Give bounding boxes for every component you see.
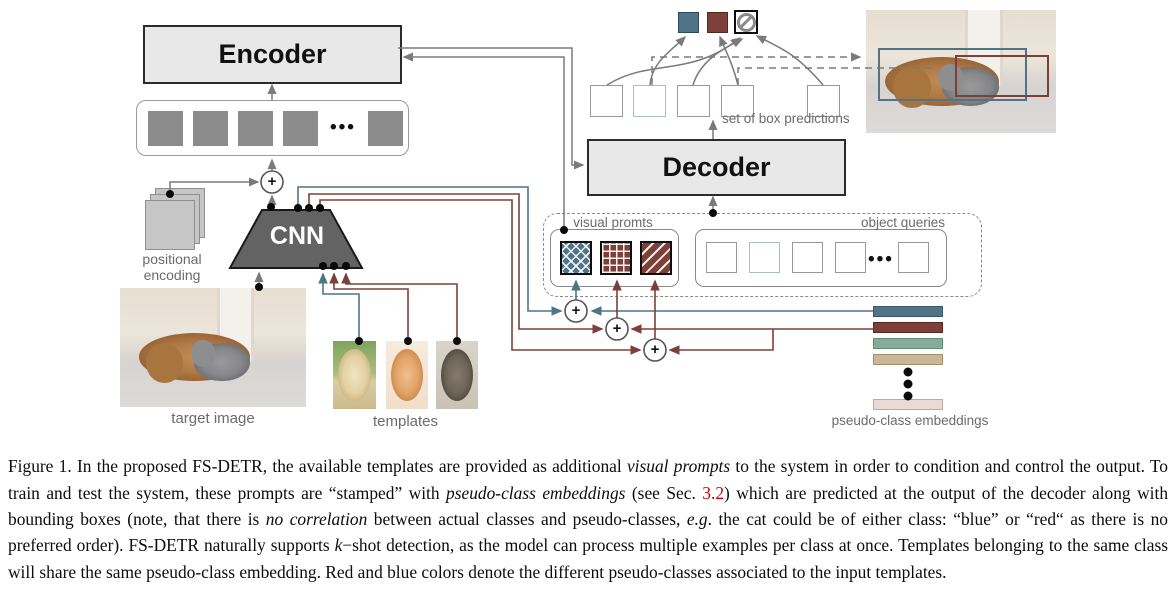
token-square — [283, 110, 318, 146]
encoder-box: Encoder — [143, 25, 402, 84]
object-queries-label: object queries — [860, 215, 945, 230]
template-image-cat-tabby — [436, 341, 478, 409]
target-image — [120, 288, 306, 407]
caption-segment: Figure 1. In the proposed FS-DETR, the a… — [8, 456, 627, 477]
add-prompt-node-3: + — [650, 341, 660, 358]
pseudo-embedding-bar-tan — [873, 354, 943, 365]
encoder-label: Encoder — [218, 39, 327, 69]
visual-prompt-red-grid — [600, 241, 632, 275]
visual-prompt-blue-crosshatch — [560, 241, 592, 275]
object-query-square — [835, 242, 866, 273]
token-square — [238, 110, 273, 146]
template-image-dog — [333, 341, 376, 409]
template-image-cat-orange — [386, 341, 428, 409]
pseudo-class-red-square — [707, 12, 728, 33]
dog-head-shape — [146, 342, 184, 384]
pseudo-class-blue-square — [678, 12, 699, 33]
box-prediction-square — [807, 85, 840, 117]
target-image-label: target image — [171, 410, 255, 427]
pseudo-embedding-bar-red — [873, 322, 943, 333]
no-object-box — [734, 10, 758, 34]
figure-caption: Figure 1. In the proposed FS-DETR, the a… — [8, 453, 1168, 584]
tabby-cat-shape — [441, 349, 473, 401]
orange-cat-shape — [391, 349, 423, 401]
predicted-bbox-red — [955, 55, 1049, 97]
caption-segment: ) which are predicted at the output of t… — [8, 482, 1169, 529]
cat-head-shape — [190, 340, 215, 367]
positional-encoding-label: positional encoding — [142, 251, 202, 284]
caption-segment: visual prompts — [626, 456, 731, 477]
caption-segment: between actual classes and pseudo-classe… — [367, 508, 687, 529]
visual-prompt-red-diagonal — [640, 241, 672, 275]
pos-enc-sheet — [145, 200, 195, 250]
add-prompt-node-1: + — [571, 302, 581, 319]
box-prediction-square-green — [633, 85, 666, 117]
box-prediction-square — [677, 85, 710, 117]
object-query-square — [792, 242, 823, 273]
add-prompt-node-2: + — [612, 320, 622, 337]
token-square — [193, 110, 228, 146]
object-query-square — [706, 242, 737, 273]
caption-segment: e.g — [686, 508, 708, 529]
templates-label: templates — [372, 413, 439, 430]
token-square — [148, 110, 183, 146]
caption-segment: k — [334, 535, 343, 556]
add-positional-node: + — [267, 173, 277, 190]
decoder-box: Decoder — [587, 139, 846, 196]
box-prediction-square — [721, 85, 754, 117]
token-square — [367, 110, 403, 146]
encoder-token-row: ••• — [136, 100, 409, 156]
visual-prompts-label: visual promts — [573, 215, 653, 230]
no-object-icon — [736, 12, 756, 32]
caption-segment: pseudo-class embeddings — [446, 482, 626, 503]
caption-segment: no correlation — [265, 508, 368, 529]
pseudo-embedding-bar-blue — [873, 306, 943, 317]
puppy-shape — [338, 349, 371, 401]
cat-head-shape — [938, 64, 963, 92]
object-query-square-green — [749, 242, 780, 273]
box-prediction-square — [590, 85, 623, 117]
caption-segment: (see Sec. — [625, 482, 703, 503]
pseudo-embedding-bar-pink — [873, 399, 943, 410]
cnn-label: CNN — [269, 222, 325, 250]
caption-segment: 3.2 — [702, 482, 725, 503]
pseudo-embedding-bar-teal — [873, 338, 943, 349]
caption-segment: −shot detection, as the model can proces… — [8, 535, 1168, 582]
box-predictions-label: set of box predictions — [722, 111, 850, 126]
object-query-square — [898, 242, 929, 273]
pseudo-class-embeddings-label: pseudo-class embeddings — [831, 413, 989, 428]
decoder-label: Decoder — [662, 152, 771, 182]
caption-segment: . the cat could be of either class: “blu… — [8, 508, 1169, 556]
caption-segment: to the system in order to condition and … — [8, 456, 1168, 503]
ellipsis-dots: ••• — [868, 249, 894, 270]
ellipsis-dots: ••• — [330, 117, 356, 138]
